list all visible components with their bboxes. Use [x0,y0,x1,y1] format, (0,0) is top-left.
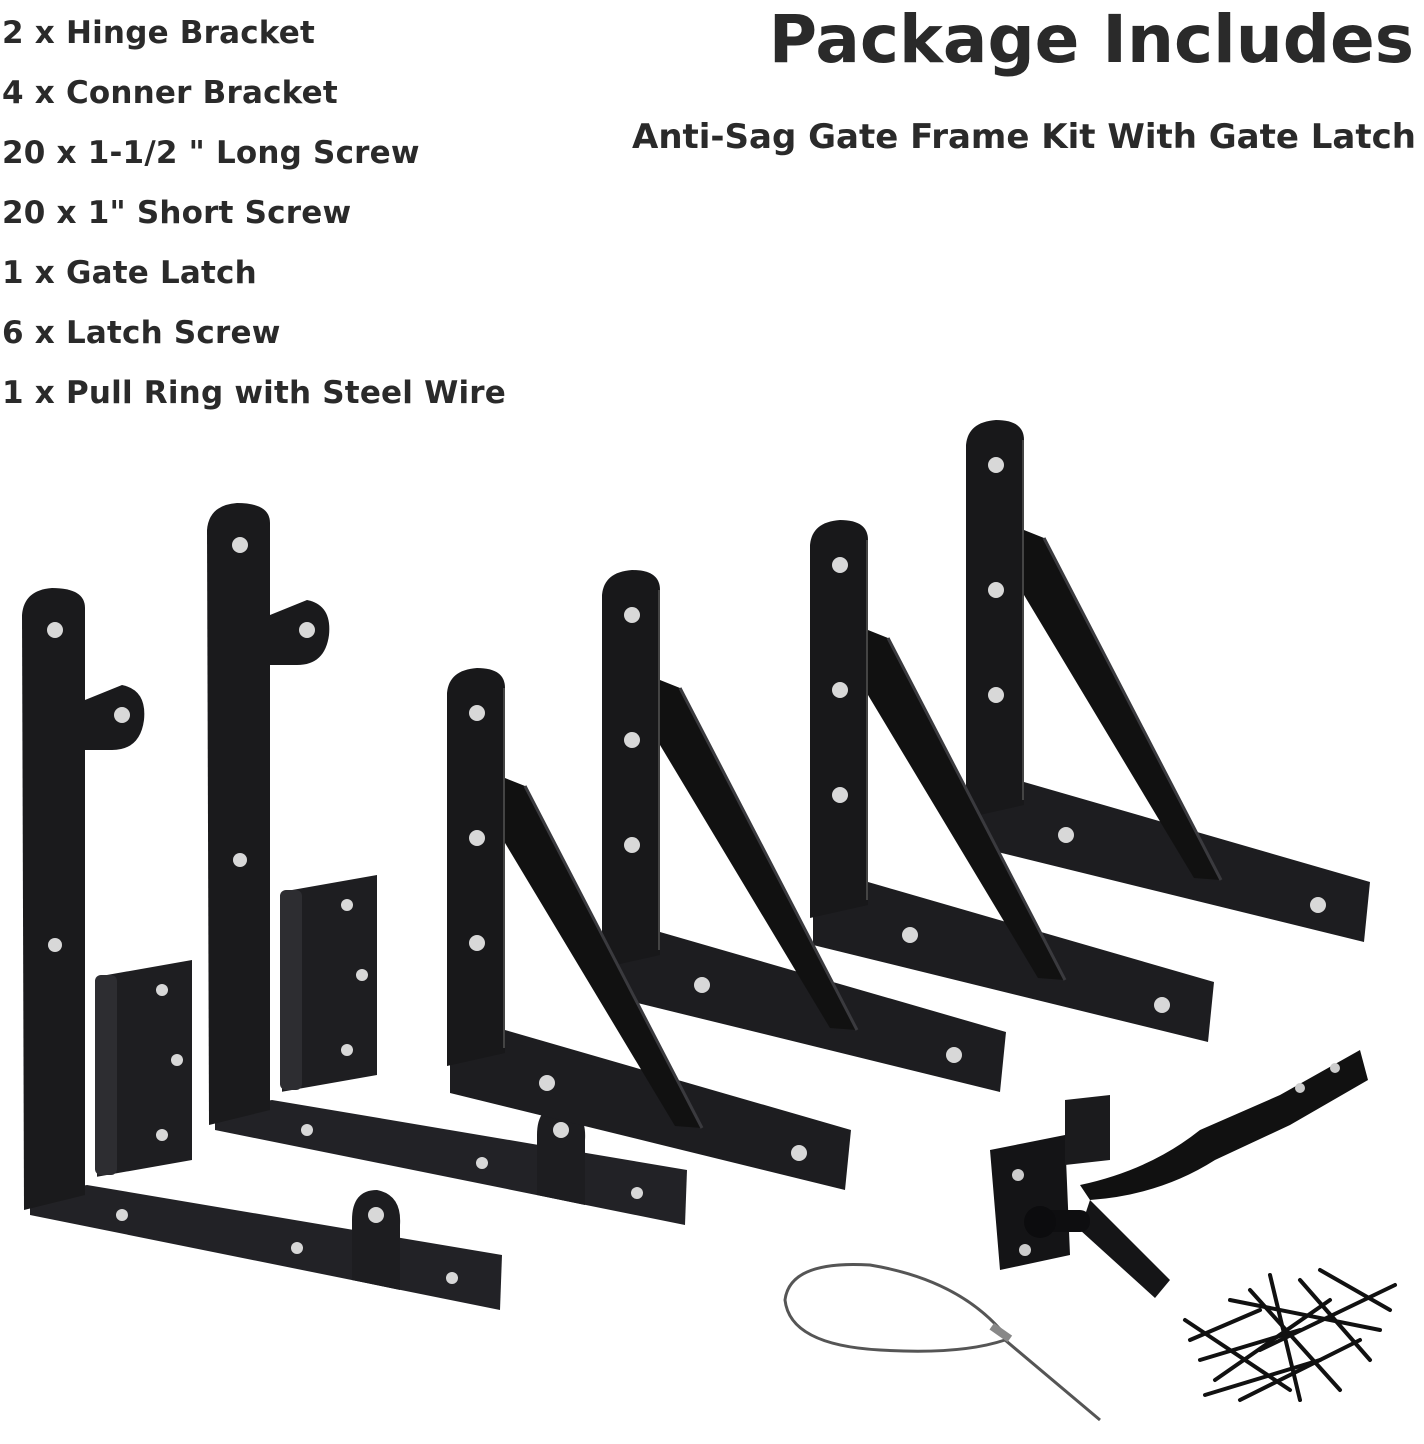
corner-bracket-4 [964,418,1372,944]
item-hinge-bracket: 2 x Hinge Bracket [2,15,316,51]
page-subtitle: Anti-Sag Gate Frame Kit With Gate Latch [632,117,1416,157]
item-gate-latch: 1 x Gate Latch [2,255,257,291]
pull-ring-steel-wire [783,1262,1101,1422]
item-latch-screw: 6 x Latch Screw [2,315,281,351]
item-short-screw: 20 x 1" Short Screw [2,195,352,231]
page-title: Package Includes [768,1,1414,78]
screws-pile [1183,1268,1397,1402]
gate-latch [990,1050,1368,1298]
item-corner-bracket: 4 x Conner Bracket [2,75,338,111]
package-contents-list: 2 x Hinge Bracket 4 x Conner Bracket 20 … [2,10,506,430]
item-pull-ring: 1 x Pull Ring with Steel Wire [2,375,507,411]
corner-bracket-2 [600,568,1008,1094]
item-long-screw: 20 x 1-1/2 " Long Screw [2,135,420,171]
